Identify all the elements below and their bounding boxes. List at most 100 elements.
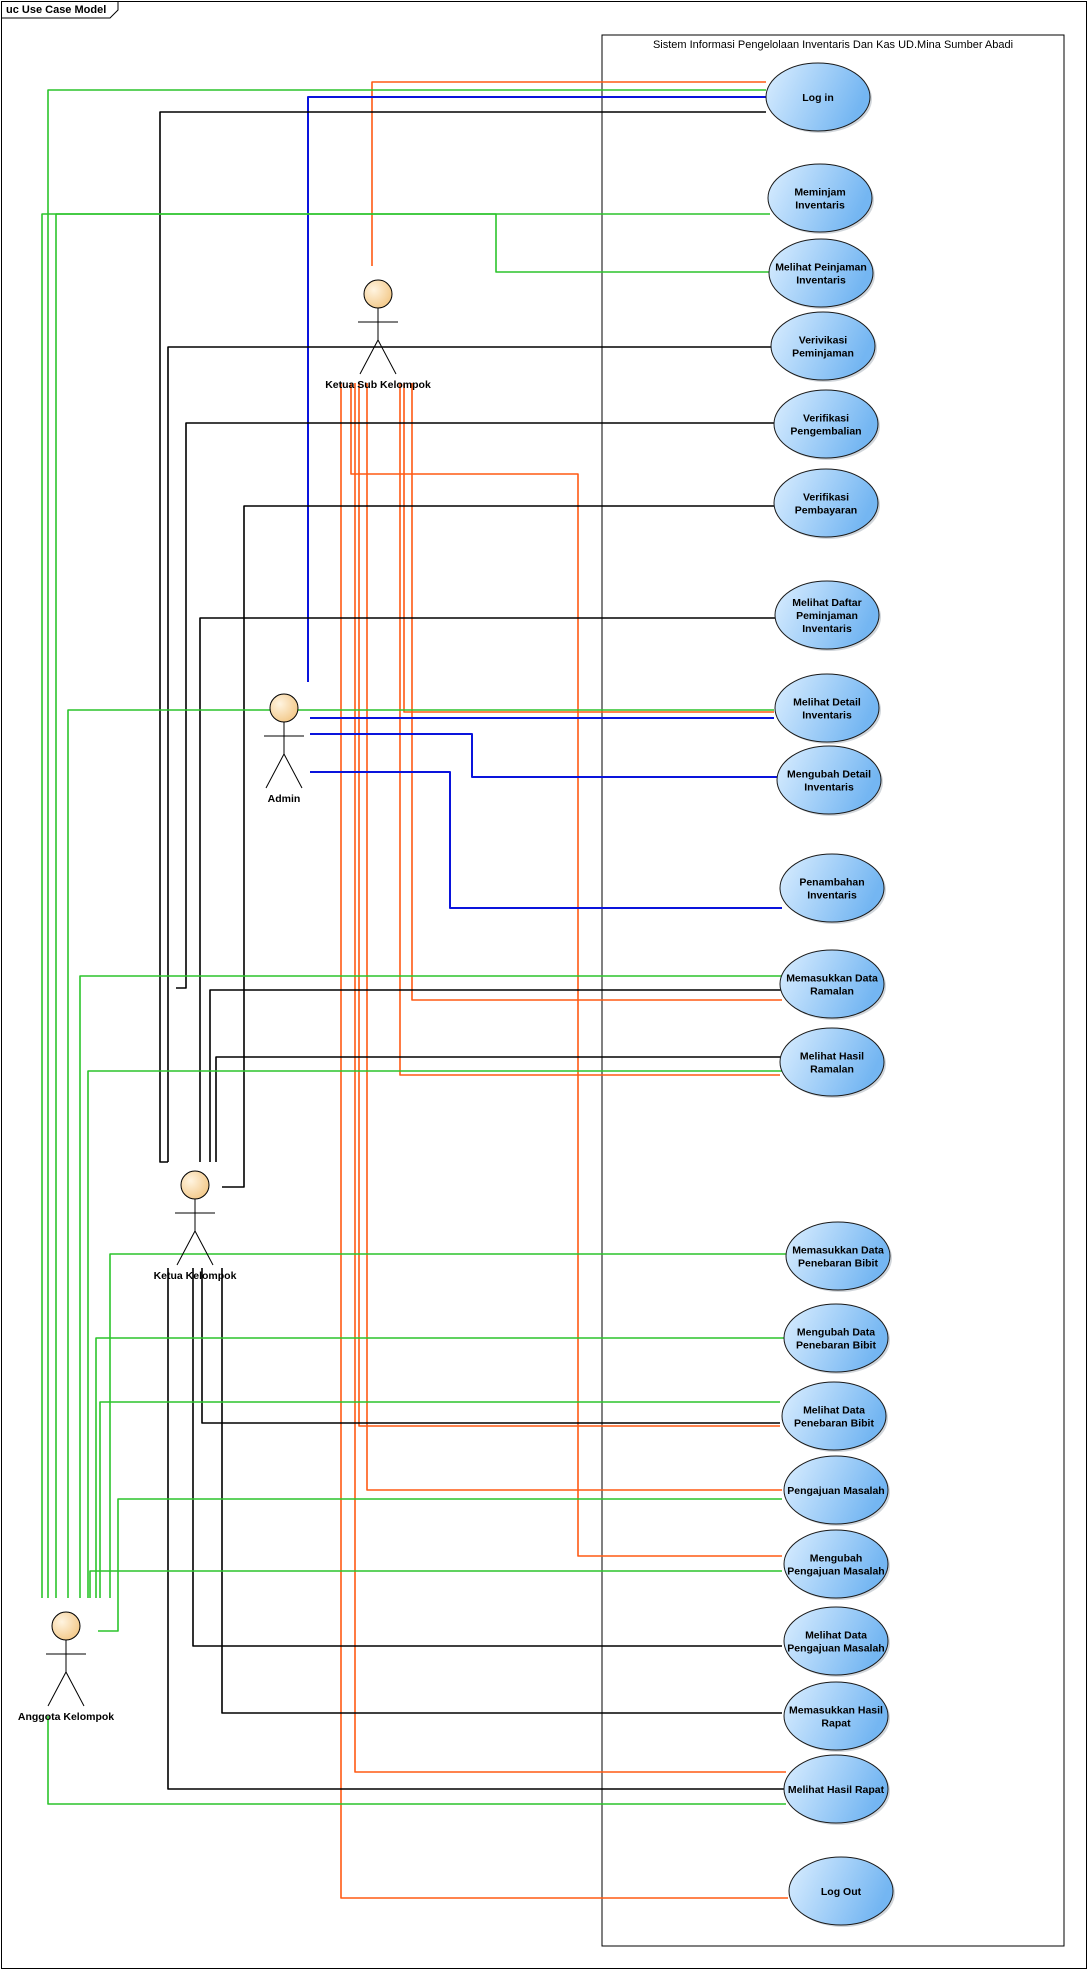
use-case-ellipse [783,1754,889,1824]
actor-ketua-sub-kelompok[interactable]: Ketua Sub Kelompok [325,279,431,391]
use-case-label-line: Melihat Data [803,1405,865,1417]
use-case-label-line: Ramalan [810,986,854,998]
association-ketua-kelompok-uc19 [221,1268,782,1714]
association-anggota-kelompok-uc02 [41,213,770,1598]
use-case-label-line: Peminjaman [796,610,858,622]
use-case-label-line: Mengubah Data [797,1327,875,1339]
use-case-ellipse [785,1221,891,1291]
actor-legs [176,1229,214,1266]
association-ketua-sub-kelompok-uc11 [411,383,782,1001]
use-case-uc01[interactable]: Log in [765,62,872,133]
association-anggota-kelompok-uc12 [87,1070,782,1598]
actor-head [363,279,393,309]
use-case-ellipse [776,745,882,815]
association-ketua-kelompok-uc05 [176,422,776,989]
actor-ketua-kelompok[interactable]: Ketua Kelompok [154,1170,237,1282]
frame-label: uc Use Case Model [6,4,106,16]
association-ketua-sub-kelompok-uc12 [399,383,780,1076]
association-ketua-kelompok-uc07 [199,617,778,1162]
use-case-ellipse [788,1856,894,1926]
use-case-label-line: Inventaris [795,200,845,212]
use-case-ellipse [774,580,880,650]
use-case-uc20[interactable]: Melihat Hasil Rapat [783,1754,890,1825]
use-case-label-line: Verifikasi [803,413,849,425]
use-case-ellipse [783,1681,889,1751]
actor-legs [265,752,303,789]
actor-admin[interactable]: Admin [264,693,304,805]
use-case-label-line: Meminjam [794,187,845,199]
use-case-label-line: Pengajuan Masalah [787,1643,884,1655]
actor-legs [359,338,397,375]
system-title: Sistem Informasi Pengelolaan Inventaris … [653,39,1013,51]
use-case-label-line: Melihat Hasil [800,1051,864,1063]
association-anggota-kelompok-uc14 [95,1337,786,1598]
use-case-ellipse [779,1027,885,1097]
use-case-label-line: Pengajuan Masalah [787,1566,884,1578]
use-case-ellipse [783,1303,889,1373]
use-case-label-line: Pengembalian [790,426,861,438]
association-lines [41,81,788,1899]
use-case-ellipse [770,311,876,381]
association-ketua-sub-kelompok-uc15 [358,383,780,1427]
association-ketua-kelompok-uc04 [167,346,772,1162]
association-anggota-kelompok-uc11 [79,975,784,1598]
actor-label: Admin [268,793,301,805]
actor-head [269,693,299,723]
frame-label-tab [1,1,119,19]
use-case-ellipse [779,949,885,1019]
actor-head [51,1611,81,1641]
association-ketua-kelompok-uc11 [209,989,784,1162]
use-case-label-line: Log in [802,92,834,104]
use-case-uc16[interactable]: Pengajuan Masalah [783,1455,890,1526]
actor-legs [47,1670,85,1707]
use-case-ellipse [781,1381,887,1451]
use-case-ellipse [767,163,873,233]
use-case-ellipse [783,1529,889,1599]
use-case-label-line: Penebaran Bibit [798,1258,878,1270]
actor-anggota-kelompok[interactable]: Anggota Kelompok [18,1611,114,1723]
association-ketua-kelompok-uc06 [222,505,776,1188]
association-anggota-kelompok-uc01 [47,89,766,1598]
use-case-label-line: Melihat Daftar [792,597,861,609]
actor-label: Ketua Sub Kelompok [325,379,431,391]
association-ketua-sub-kelompok-uc20 [354,383,786,1773]
association-ketua-sub-kelompok-uc08 [403,383,774,713]
use-case-label-line: Memasukkan Hasil [789,1705,883,1717]
use-case-label-line: Penebaran Bibit [794,1418,874,1430]
use-case-label-line: Melihat Peinjaman [775,262,867,274]
use-case-label-line: Verivikasi [799,335,848,347]
association-ketua-kelompok-uc18 [192,1268,782,1647]
association-anggota-kelompok-uc16 [98,1498,782,1632]
association-ketua-sub-kelompok-uc01 [371,81,766,266]
use-case-uc21[interactable]: Log Out [788,1856,895,1927]
use-case-ellipse [774,673,880,743]
association-anggota-kelompok-uc20 [47,1716,786,1805]
use-case-ellipse [773,389,879,459]
use-case-ellipse [779,853,885,923]
association-ketua-sub-kelompok-uc21 [340,383,788,1899]
association-admin-uc01 [307,96,766,682]
use-case-ellipse [768,238,874,308]
actor-label: Ketua Kelompok [154,1270,237,1282]
use-case-ellipse [765,62,871,132]
